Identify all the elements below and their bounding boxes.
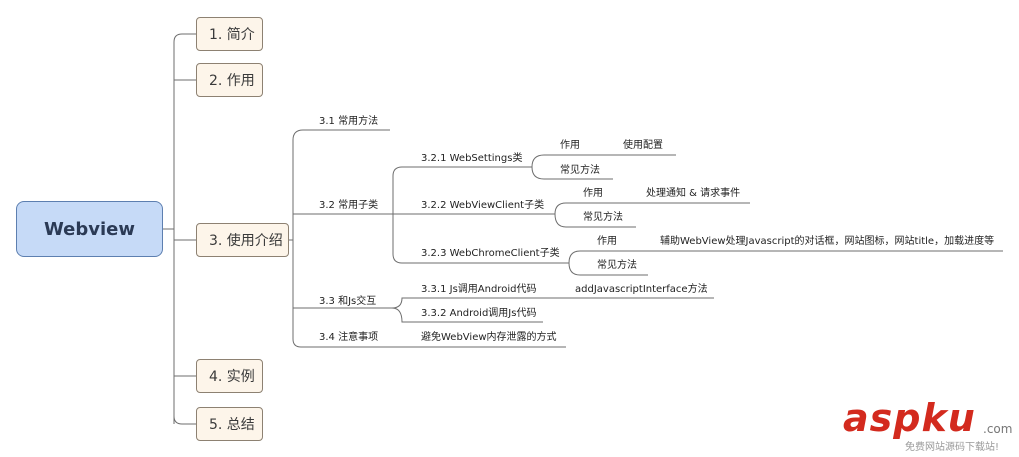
node-js-call-android-desc[interactable]: addJavascriptInterface方法: [575, 284, 708, 295]
node-usage[interactable]: 3. 使用介绍: [196, 223, 289, 257]
node-webchromeclient-role[interactable]: 作用: [597, 236, 617, 247]
watermark-slogan: 免费网站源码下载站!: [905, 442, 1000, 453]
node-notes[interactable]: 3.4 注意事项: [319, 332, 379, 343]
node-webviewclient-role-desc[interactable]: 处理通知 & 请求事件: [646, 188, 741, 199]
node-webchromeclient[interactable]: 3.2.3 WebChromeClient子类: [421, 248, 560, 259]
node-example[interactable]: 4. 实例: [196, 359, 263, 393]
node-purpose[interactable]: 2. 作用: [196, 63, 263, 97]
node-webviewclient-methods[interactable]: 常见方法: [583, 212, 623, 223]
watermark-brand: aspku: [843, 396, 976, 440]
node-websettings-role-desc[interactable]: 使用配置: [623, 140, 663, 151]
node-webviewclient[interactable]: 3.2.2 WebViewClient子类: [421, 200, 545, 211]
node-intro[interactable]: 1. 简介: [196, 17, 263, 51]
node-notes-desc[interactable]: 避免WebView内存泄露的方式: [421, 332, 557, 343]
node-websettings-methods[interactable]: 常见方法: [560, 165, 600, 176]
node-summary[interactable]: 5. 总结: [196, 407, 263, 441]
node-webchromeclient-methods[interactable]: 常见方法: [597, 260, 637, 271]
node-js-interaction[interactable]: 3.3 和Js交互: [319, 296, 377, 307]
node-common-methods[interactable]: 3.1 常用方法: [319, 116, 379, 127]
root-node-webview[interactable]: Webview: [16, 201, 163, 257]
node-websettings[interactable]: 3.2.1 WebSettings类: [421, 153, 523, 164]
watermark-domain: .com: [983, 422, 1013, 436]
node-android-call-js[interactable]: 3.3.2 Android调用Js代码: [421, 308, 537, 319]
node-websettings-role[interactable]: 作用: [560, 140, 580, 151]
node-common-subclasses[interactable]: 3.2 常用子类: [319, 200, 379, 211]
node-js-call-android[interactable]: 3.3.1 Js调用Android代码: [421, 284, 537, 295]
node-webchromeclient-role-desc[interactable]: 辅助WebView处理Javascript的对话框，网站图标，网站title，加…: [660, 236, 995, 247]
watermark-logo: aspku .com 免费网站源码下载站!: [843, 396, 1013, 453]
node-webviewclient-role[interactable]: 作用: [583, 188, 603, 199]
